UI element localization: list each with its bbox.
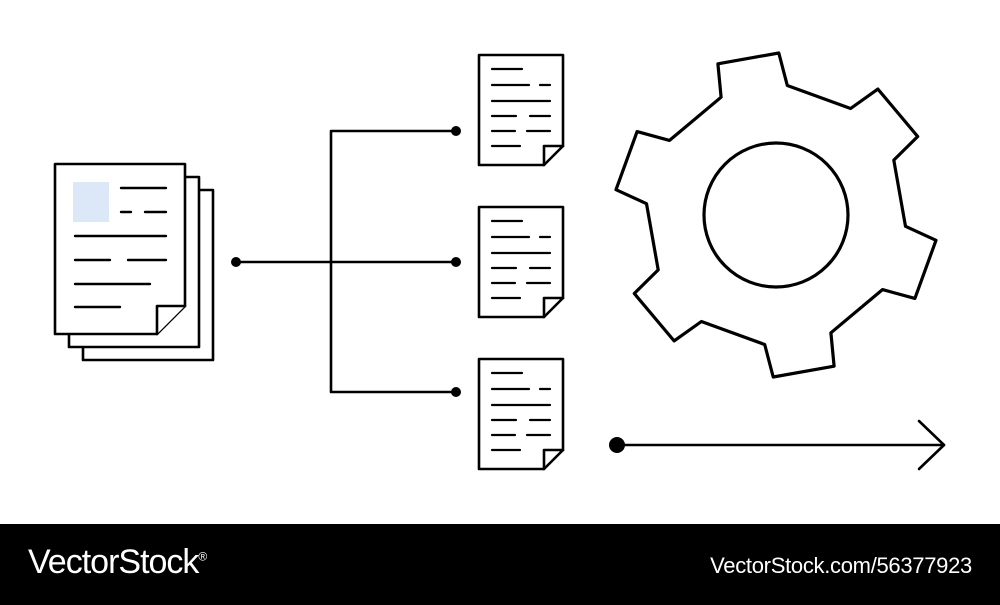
brand-name: VectorStock [28,543,199,581]
document-icon-bottom [477,357,565,471]
connector-lines [234,129,458,394]
diagram-canvas [53,51,946,471]
branch-node-bottom [451,387,461,397]
highlight-block [73,182,109,222]
document-stack-icon [53,162,215,362]
document-icon-top [477,53,565,167]
brand-logo: VectorStock® [28,543,207,582]
arrow-right-icon [609,419,946,471]
footer-bar [0,524,1000,605]
source-node [231,257,241,267]
diagram-svg [53,51,946,471]
image-id-text: VectorStock.com/56377923 [710,553,972,578]
branch-node-middle [451,257,461,267]
branch-node-top [451,126,461,136]
registered-mark: ® [198,549,207,564]
document-icon-middle [477,205,565,319]
gear-icon [614,51,938,379]
